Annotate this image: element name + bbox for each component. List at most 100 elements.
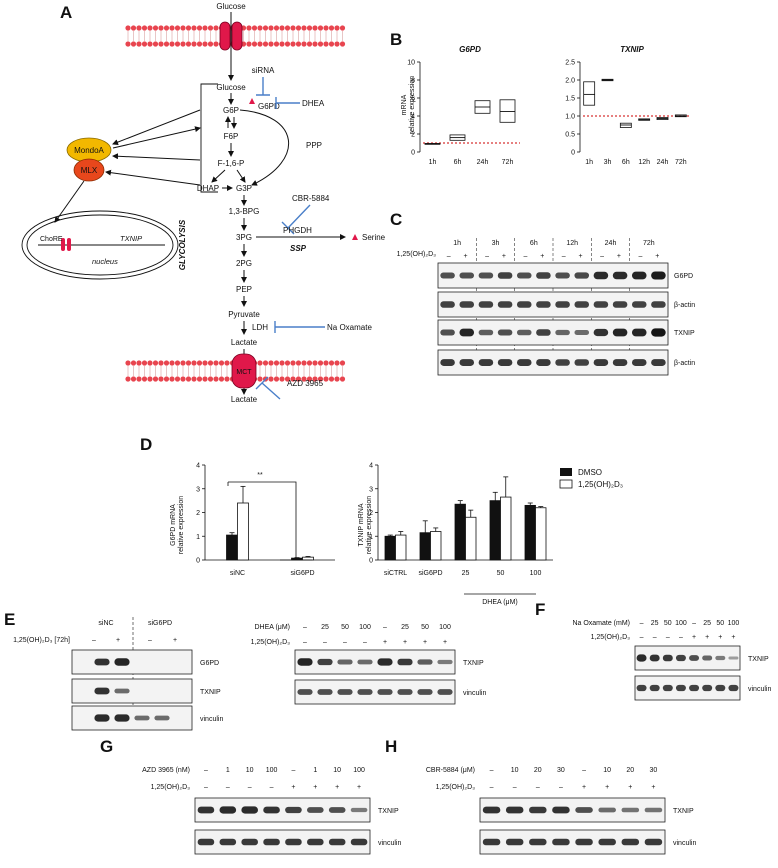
- lipid-head: [246, 41, 252, 47]
- lipid-head: [323, 360, 329, 366]
- label-agent-g: AZD 3965 (nM): [142, 767, 190, 774]
- blot-row-label: TXNIP: [674, 330, 695, 337]
- blot-band: [297, 658, 313, 666]
- panel-c: C 1,25(OH)₂D₃ 1h–+3h–+6h–+12h–+24h–+72h–…: [390, 210, 695, 376]
- blot-band: [497, 359, 513, 366]
- lipid-head: [312, 360, 318, 366]
- lipid-head: [196, 376, 203, 382]
- blot-band: [649, 654, 660, 662]
- ylabel-d-left-2: relative expression: [178, 496, 185, 554]
- dose-label: 30: [557, 767, 565, 774]
- y-tick-label: 2: [411, 132, 415, 139]
- blot-band: [114, 714, 130, 722]
- panel-g: G AZD 3965 (nM) 1,25(OH)₂D₃ ––1–10–100––…: [100, 737, 401, 855]
- timepoint-label: 6h: [530, 240, 538, 247]
- blot-band: [94, 687, 110, 695]
- blot-band: [715, 684, 726, 692]
- lipid-head: [323, 376, 329, 382]
- blot-band: [574, 272, 590, 279]
- blot-band: [478, 329, 494, 336]
- y-tick-label: 2: [196, 510, 200, 517]
- x-tick-label: siNC: [230, 570, 245, 577]
- lipid-head: [268, 376, 274, 382]
- x-tick-label: 12h: [638, 159, 650, 166]
- blot-band: [263, 838, 280, 846]
- label-mlx: MLX: [81, 166, 98, 175]
- bar-mark: [395, 534, 407, 561]
- lipid-head: [196, 25, 203, 31]
- y-tick-label: 8: [411, 78, 415, 85]
- label-vd-h: 1,25(OH)₂D₃: [436, 784, 476, 791]
- blot-band: [675, 684, 686, 692]
- blot-band: [459, 359, 475, 366]
- lipid-head: [202, 41, 208, 47]
- treatment-plus: +: [313, 784, 317, 791]
- lipid-head: [257, 41, 263, 47]
- blot-band: [593, 328, 609, 337]
- treatment-plus: +: [655, 253, 659, 260]
- y-tick-label: 10: [407, 60, 415, 67]
- lipid-head: [317, 360, 324, 366]
- blot-row: [71, 678, 193, 704]
- blot-band: [337, 689, 353, 695]
- blot-band: [241, 806, 258, 814]
- blot-band: [555, 359, 570, 366]
- treatment-plus: +: [464, 253, 468, 260]
- nucleus-outer: [21, 210, 179, 280]
- blot-band: [593, 271, 609, 280]
- treatment-plus: +: [579, 253, 583, 260]
- lipid-head: [152, 25, 159, 31]
- label-serine: Serine: [362, 233, 386, 242]
- treatment-minus: –: [562, 253, 566, 260]
- x-tick-label: 3h: [604, 159, 612, 166]
- lipid-head: [136, 360, 142, 366]
- y-tick-label: 1.5: [565, 96, 575, 103]
- treatment-plus: +: [692, 634, 696, 641]
- glucose-transporter-right: [231, 21, 243, 51]
- lipid-head: [196, 41, 203, 47]
- bar-mark: [226, 534, 238, 561]
- bar-mark: [524, 504, 536, 561]
- dose-label: 50: [421, 624, 429, 631]
- blot-row: [437, 349, 669, 376]
- timepoint-label: 1h: [453, 240, 461, 247]
- treatment-plus: +: [383, 639, 387, 646]
- label-ppp: PPP: [306, 141, 322, 150]
- lipid-head: [328, 376, 335, 382]
- treatment-minus: –: [559, 784, 563, 791]
- blot-row: [71, 705, 193, 731]
- lipid-head: [279, 360, 285, 366]
- lipid-head: [268, 41, 274, 47]
- label-dhap: DHAP: [197, 184, 219, 193]
- lipid-head: [306, 360, 313, 366]
- label-oxamate: Na Oxamate: [327, 323, 372, 332]
- bar-mark: [430, 531, 442, 561]
- lipid-head: [339, 41, 346, 47]
- lipid-head: [284, 360, 291, 366]
- treatment-minus: –: [447, 253, 451, 260]
- panel-h: H CBR-5884 (μM) 1,25(OH)₂D₃ ––10–20–30––…: [385, 737, 696, 855]
- blot-band: [307, 807, 324, 813]
- lipid-head: [301, 360, 307, 366]
- y-tick-label: 4: [411, 114, 415, 121]
- lipid-head: [136, 41, 142, 47]
- blot-band: [574, 359, 590, 366]
- label-mct: MCT: [236, 369, 252, 376]
- blot-band: [593, 359, 609, 366]
- blot-row-label: vinculin: [673, 840, 696, 847]
- legend-dmso: DMSO: [578, 468, 602, 477]
- dose-label: 100: [675, 620, 687, 627]
- treatment-minus: –: [523, 253, 527, 260]
- blot-band: [437, 659, 453, 665]
- treatment-minus: –: [226, 784, 230, 791]
- lipid-head: [295, 25, 302, 31]
- nucleus-inner: [26, 214, 174, 276]
- mlx-shape: [73, 158, 105, 182]
- mct-transporter: [231, 353, 257, 389]
- chart-title-txnip: TXNIP: [620, 45, 644, 54]
- treatment-plus: +: [116, 637, 120, 644]
- blot-band: [328, 838, 346, 846]
- lipid-head: [174, 360, 181, 366]
- blot-band: [417, 689, 433, 695]
